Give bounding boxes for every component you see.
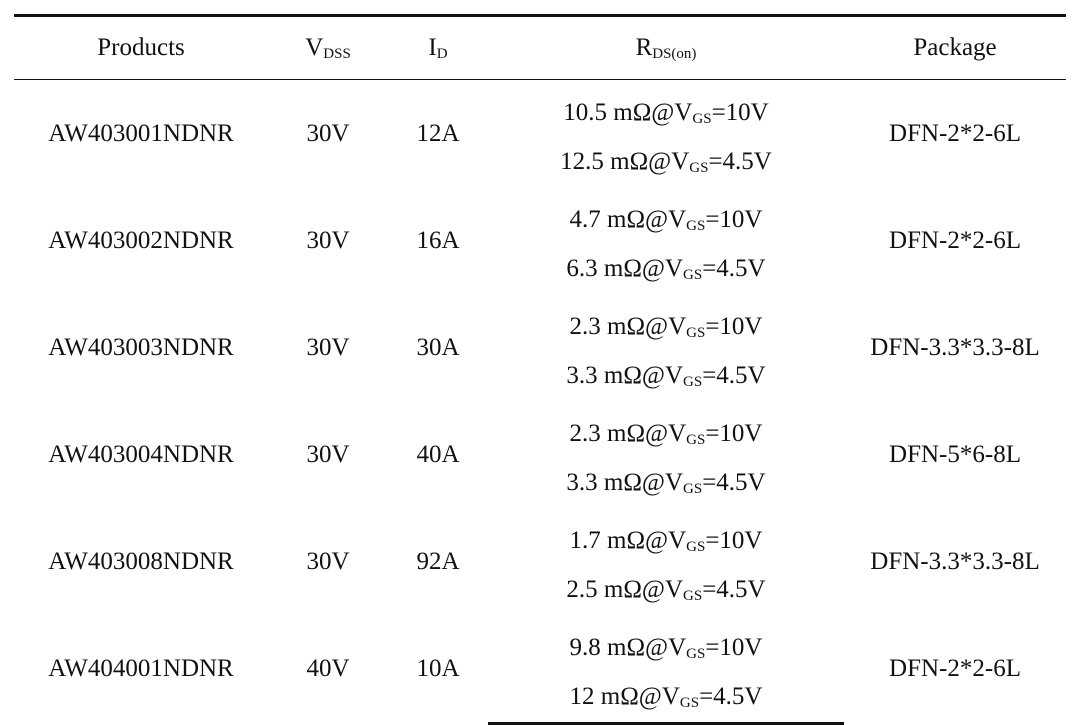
cell-id: 92A: [416, 547, 460, 575]
rds-subscript: GS: [686, 538, 706, 555]
cell-package: DFN-5*6-8L: [889, 440, 1021, 468]
table-row: AW403002NDNR 30V 16A 4.7 mΩ@VGS=10V DFN-…: [14, 187, 1066, 254]
cell-id: 30A: [416, 333, 460, 361]
rds-subscript: GS: [683, 374, 703, 391]
rds-value: 12 mΩ@V: [569, 683, 680, 711]
cell-rds-10v: 4.7 mΩ@VGS=10V: [488, 187, 844, 245]
rds-condition: =4.5V: [699, 683, 763, 711]
cell-rds-4v5: 3.3 mΩ@VGS=4.5V: [488, 459, 844, 509]
rds-condition: =4.5V: [702, 255, 766, 283]
rds-condition: =10V: [705, 419, 763, 447]
cell-rds-10v: 2.3 mΩ@VGS=10V: [488, 294, 844, 352]
header-vdss-main: V: [305, 34, 324, 61]
cell-rds-4v5: 12 mΩ@VGS=4.5V: [488, 672, 844, 725]
cell-package: DFN-3.3*3.3-8L: [870, 333, 1040, 361]
header-id: ID: [388, 14, 488, 80]
header-rds-sub: DS(on): [652, 46, 697, 62]
header-package: Package: [844, 14, 1066, 80]
cell-product: AW403003NDNR: [48, 333, 234, 361]
cell-vdss: 30V: [306, 440, 350, 468]
rds-value: 2.3 mΩ@V: [569, 419, 687, 447]
table-row: AW403001NDNR 30V 12A 10.5 mΩ@VGS=10V DFN…: [14, 80, 1066, 147]
table-row: AW404001NDNR 40V 10A 9.8 mΩ@VGS=10V DFN-…: [14, 615, 1066, 683]
cell-product: AW403008NDNR: [48, 547, 234, 575]
table-header: Products VDSS ID RDS(on) Package: [14, 14, 1066, 80]
cell-rds-4v5: 3.3 mΩ@VGS=4.5V: [488, 352, 844, 402]
rds-condition: =4.5V: [702, 576, 766, 604]
cell-vdss: 30V: [306, 119, 350, 147]
rds-value: 2.3 mΩ@V: [569, 312, 687, 340]
header-rds-on: RDS(on): [488, 14, 844, 80]
cell-product: AW403001NDNR: [48, 119, 234, 147]
header-vdss-sub: DSS: [323, 46, 351, 62]
cell-id: 40A: [416, 440, 460, 468]
rds-value: 12.5 mΩ@V: [560, 148, 690, 176]
header-id-main: I: [428, 34, 437, 61]
header-products: Products: [14, 14, 268, 80]
cell-vdss: 30V: [306, 333, 350, 361]
cell-vdss: 30V: [306, 547, 350, 575]
rds-condition: =10V: [711, 98, 769, 126]
cell-id: 12A: [416, 119, 460, 147]
header-vdss: VDSS: [268, 14, 388, 80]
rds-condition: =4.5V: [708, 148, 772, 176]
table-row: AW403008NDNR 30V 92A 1.7 mΩ@VGS=10V DFN-…: [14, 508, 1066, 575]
rds-subscript: GS: [683, 588, 703, 605]
rds-value: 3.3 mΩ@V: [566, 469, 683, 497]
cell-package: DFN-2*2-6L: [889, 655, 1021, 683]
rds-value: 6.3 mΩ@V: [566, 255, 683, 283]
rds-condition: =10V: [705, 526, 763, 554]
table-row-sub: 3.3 mΩ@VGS=4.5V: [14, 352, 1066, 402]
cell-rds-10v: 2.3 mΩ@VGS=10V: [488, 401, 844, 459]
cell-package: DFN-2*2-6L: [889, 119, 1021, 147]
cell-rds-4v5: 2.5 mΩ@VGS=4.5V: [488, 566, 844, 616]
rds-condition: =4.5V: [702, 469, 766, 497]
rds-value: 3.3 mΩ@V: [566, 362, 683, 390]
header-row: Products VDSS ID RDS(on) Package: [14, 14, 1066, 80]
product-table-container: Products VDSS ID RDS(on) Package AW40300…: [14, 14, 1066, 725]
rds-value: 10.5 mΩ@V: [563, 98, 693, 126]
rds-subscript: GS: [686, 324, 706, 341]
rds-value: 1.7 mΩ@V: [569, 526, 687, 554]
rds-subscript: GS: [692, 110, 712, 127]
cell-id: 10A: [416, 655, 460, 683]
cell-product: AW403002NDNR: [48, 226, 234, 254]
header-id-sub: D: [436, 46, 448, 62]
rds-value: 9.8 mΩ@V: [569, 633, 687, 661]
cell-id: 16A: [416, 226, 460, 254]
rds-value: 4.7 mΩ@V: [569, 205, 687, 233]
rds-subscript: GS: [689, 160, 709, 177]
rds-subscript: GS: [686, 645, 706, 662]
cell-vdss: 40V: [306, 655, 350, 683]
rds-subscript: GS: [686, 431, 706, 448]
cell-rds-10v: 1.7 mΩ@VGS=10V: [488, 508, 844, 566]
rds-condition: =10V: [705, 205, 763, 233]
cell-package: DFN-2*2-6L: [889, 226, 1021, 254]
cell-vdss: 30V: [306, 226, 350, 254]
cell-rds-10v: 10.5 mΩ@VGS=10V: [488, 80, 844, 138]
table-row: AW403004NDNR 30V 40A 2.3 mΩ@VGS=10V DFN-…: [14, 401, 1066, 468]
table-row-sub: 2.5 mΩ@VGS=4.5V: [14, 566, 1066, 616]
mosfet-product-table: Products VDSS ID RDS(on) Package AW40300…: [14, 14, 1066, 725]
cell-rds-4v5: 12.5 mΩ@VGS=4.5V: [488, 138, 844, 188]
rds-subscript: GS: [683, 267, 703, 284]
rds-condition: =10V: [705, 312, 763, 340]
rds-condition: =4.5V: [702, 362, 766, 390]
table-row-sub: 12.5 mΩ@VGS=4.5V: [14, 138, 1066, 188]
header-rds-main: R: [635, 34, 653, 61]
table-body: AW403001NDNR 30V 12A 10.5 mΩ@VGS=10V DFN…: [14, 80, 1066, 725]
rds-value: 2.5 mΩ@V: [566, 576, 683, 604]
cell-package: DFN-3.3*3.3-8L: [870, 547, 1040, 575]
rds-subscript: GS: [679, 695, 700, 712]
table-row-sub: 6.3 mΩ@VGS=4.5V: [14, 245, 1066, 295]
table-row: AW403003NDNR 30V 30A 2.3 mΩ@VGS=10V DFN-…: [14, 294, 1066, 361]
cell-product: AW403004NDNR: [48, 440, 234, 468]
cell-rds-4v5: 6.3 mΩ@VGS=4.5V: [488, 245, 844, 295]
cell-rds-10v: 9.8 mΩ@VGS=10V: [488, 615, 844, 673]
rds-condition: =10V: [705, 633, 763, 661]
table-row-sub: 3.3 mΩ@VGS=4.5V: [14, 459, 1066, 509]
rds-subscript: GS: [683, 481, 703, 498]
rds-subscript: GS: [686, 217, 706, 234]
cell-product: AW404001NDNR: [48, 655, 234, 683]
